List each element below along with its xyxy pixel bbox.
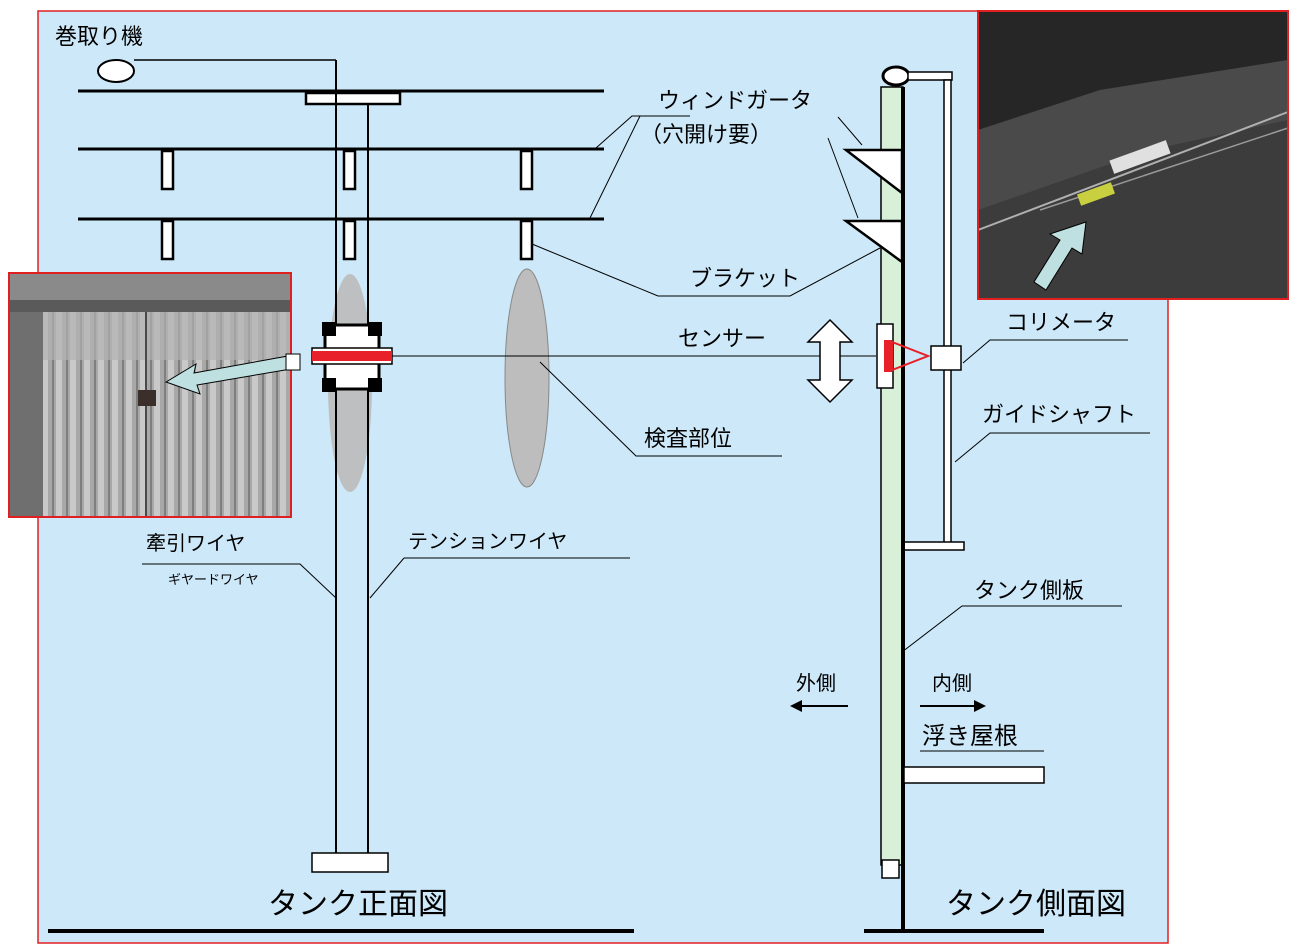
guide-shaft-foot [903, 541, 965, 551]
photo-arrow-right [1033, 221, 1087, 291]
leader-lines [142, 115, 1150, 752]
guide-shaft [943, 79, 952, 545]
label-bracket: ブラケット [690, 267, 800, 292]
label-front-view: タンク正面図 [268, 887, 448, 922]
sensor-carriage [311, 322, 393, 392]
inset-photo-collimator [977, 10, 1289, 300]
bracket [160, 149, 175, 191]
bottom-marker [881, 859, 900, 879]
bracket [519, 149, 534, 191]
tank-shell-guide [880, 86, 904, 866]
label-floating-roof: 浮き屋根 [922, 722, 1018, 750]
label-tension-wire: テンションワイヤ [408, 529, 567, 553]
label-guide-shaft: ガイドシャフト [982, 403, 1136, 428]
wind-girder-triangle [842, 148, 904, 196]
wind-girder-triangle [842, 219, 904, 265]
label-traction-wire: 牽引ワイヤ [146, 531, 245, 555]
label-tank-shell: タンク側板 [974, 579, 1084, 604]
inset-photo-tank-wall [8, 272, 292, 518]
photo-arrow-left [164, 353, 301, 395]
movement-arrow [806, 318, 854, 404]
bracket [342, 219, 357, 261]
label-wind-girder: ウィンドガータ [658, 89, 812, 114]
bottom-weight [311, 852, 389, 873]
label-inspection-area: 検査部位 [644, 427, 732, 452]
bracket-group [160, 149, 534, 261]
inside-arrow [920, 700, 986, 712]
label-guide-wire: ギヤードワイヤ [168, 573, 259, 588]
collimator [930, 345, 962, 371]
inspection-area-ellipse [504, 268, 550, 488]
sensor-band [312, 351, 392, 361]
top-arm [907, 71, 953, 81]
label-winder: 巻取り機 [55, 25, 143, 50]
outside-arrow [790, 700, 848, 712]
collimator-beam [891, 340, 931, 372]
bracket [519, 219, 534, 261]
label-side-view: タンク側面図 [946, 887, 1126, 922]
label-collimator: コリメータ [1006, 311, 1116, 336]
top-pulley [881, 65, 911, 87]
label-wind-girder-note: （穴開け要） [640, 123, 772, 148]
bracket [342, 149, 357, 191]
label-inside: 内側 [932, 671, 972, 695]
shell-sensor-band [884, 340, 892, 372]
label-sensor: センサー [678, 327, 766, 352]
floating-roof [903, 766, 1045, 784]
winder-drum [97, 59, 135, 83]
pulley-plate [304, 91, 402, 106]
label-outside: 外側 [796, 671, 836, 695]
bracket [160, 219, 175, 261]
